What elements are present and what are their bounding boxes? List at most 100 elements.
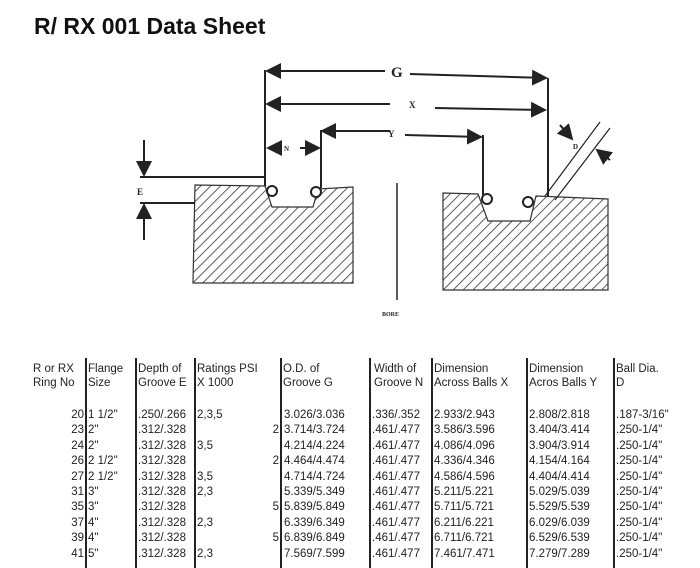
groove-depth: .312/.328 xyxy=(138,439,186,452)
ball xyxy=(310,186,322,198)
ball-diameter: .250-1/4" xyxy=(616,455,663,468)
label-bore: BORE xyxy=(382,312,399,318)
groove-od: 4.214/4.224 xyxy=(284,439,345,452)
ball-diameter: .250-1/4" xyxy=(616,439,663,452)
ball-diameter: .187-3/16" xyxy=(616,409,669,421)
ring-number: 27 xyxy=(71,470,84,483)
column-header: Flange xyxy=(88,363,124,375)
across-balls-y: 7.279/7.289 xyxy=(529,547,590,560)
column-header: Dimension xyxy=(434,363,489,375)
flange-size: 2 1/2" xyxy=(88,455,118,468)
ball xyxy=(522,196,534,208)
groove-width: .336/.352 xyxy=(372,409,420,421)
groove-depth: .312/.328 xyxy=(138,516,186,529)
note-mark: 5 xyxy=(272,532,279,545)
groove-depth: .312/.328 xyxy=(138,547,186,560)
pressure-rating: 2,3,5 xyxy=(197,409,223,421)
across-balls-x: 7.461/7.471 xyxy=(434,547,495,560)
right-flange-section xyxy=(442,192,609,291)
groove-width: .461/.477 xyxy=(372,424,420,437)
pressure-rating: 3,5 xyxy=(197,439,213,452)
groove-od: 5.339/5.349 xyxy=(284,486,345,498)
note-mark: 2 xyxy=(272,455,279,468)
groove-od: 4.464/4.474 xyxy=(284,455,345,468)
ball-diameter: .250-1/4" xyxy=(616,424,663,437)
across-balls-y: 3.904/3.914 xyxy=(529,439,590,452)
groove-width: .461/.477 xyxy=(372,516,420,529)
groove-width: .461/.477 xyxy=(372,501,420,514)
column-header: Dimension xyxy=(529,363,584,375)
across-balls-x: 4.086/4.096 xyxy=(434,439,495,452)
groove-width: .461/.477 xyxy=(372,439,420,452)
across-balls-x: 6.711/6.721 xyxy=(434,532,494,545)
note-mark: 5 xyxy=(272,501,279,514)
flange-size: 1 1/2" xyxy=(88,409,118,421)
ring-number: 31 xyxy=(71,486,84,498)
page-title: R/ RX 001 Data Sheet xyxy=(34,13,266,39)
groove-depth: .312/.328 xyxy=(138,532,186,545)
pressure-rating: 2,3 xyxy=(197,516,213,529)
column-divider xyxy=(431,358,433,568)
across-balls-y: 2.808/2.818 xyxy=(529,409,590,421)
flange-size: 2" xyxy=(88,424,99,437)
ball-diameter: .250-1/4" xyxy=(616,547,663,560)
flange-size: 5" xyxy=(88,547,99,560)
ball xyxy=(481,193,493,205)
ball-diameter: .250-1/4" xyxy=(616,470,663,483)
column-divider xyxy=(613,358,615,568)
across-balls-y: 5.029/5.039 xyxy=(529,486,590,498)
label-y: Y xyxy=(388,129,395,139)
groove-depth: .250/.266 xyxy=(138,409,186,421)
ball xyxy=(266,185,278,197)
across-balls-y: 6.529/6.539 xyxy=(529,532,590,545)
column-header: Size xyxy=(88,377,111,389)
across-balls-x: 3.586/3.596 xyxy=(434,424,495,437)
pressure-rating: 3,5 xyxy=(197,470,213,483)
ring-number: 20 xyxy=(71,409,84,421)
column-header: X 1000 xyxy=(197,377,234,389)
groove-width: .461/.477 xyxy=(372,547,420,560)
column-header: Width of xyxy=(374,363,417,375)
label-x: X xyxy=(409,100,416,110)
label-e: E xyxy=(137,187,143,197)
groove-od: 4.714/4.724 xyxy=(284,470,345,483)
groove-width: .461/.477 xyxy=(372,486,420,498)
groove-depth: .312/.328 xyxy=(138,470,186,483)
pressure-rating: 2,3 xyxy=(197,547,213,560)
column-divider xyxy=(526,358,528,568)
note-mark: 2 xyxy=(272,424,279,437)
column-header: D xyxy=(616,377,625,389)
groove-depth: .312/.328 xyxy=(138,501,186,514)
across-balls-y: 3.404/3.414 xyxy=(529,424,590,437)
ball-diameter: .250-1/4" xyxy=(616,516,663,529)
label-g: G xyxy=(391,65,403,81)
column-header: Acros Balls Y xyxy=(529,377,598,389)
column-header: Depth of xyxy=(138,363,182,375)
flange-size: 3" xyxy=(88,501,99,514)
column-header: Groove N xyxy=(374,377,424,389)
pressure-rating: 2,3 xyxy=(197,486,213,498)
groove-od: 7.569/7.599 xyxy=(284,547,345,560)
across-balls-x: 2.933/2.943 xyxy=(434,409,495,421)
groove-depth: .312/.328 xyxy=(138,455,186,468)
flange-size: 2" xyxy=(88,439,99,452)
column-divider xyxy=(85,358,87,568)
across-balls-y: 5.529/5.539 xyxy=(529,501,590,514)
flange-size: 2 1/2" xyxy=(88,470,118,483)
ball-diameter: .250-1/4" xyxy=(616,501,663,514)
ball-diameter: .250-1/4" xyxy=(616,486,663,498)
column-header: Across Balls X xyxy=(434,377,509,389)
ring-number: 41 xyxy=(71,547,84,560)
column-header: R or RX xyxy=(33,363,74,375)
groove-width: .461/.477 xyxy=(372,455,420,468)
ring-number: 37 xyxy=(71,516,84,529)
across-balls-y: 6.029/6.039 xyxy=(529,516,590,529)
across-balls-x: 6.211/6.221 xyxy=(434,516,494,529)
across-balls-x: 4.336/4.346 xyxy=(434,455,495,468)
label-n: N xyxy=(284,145,289,153)
column-header: Ring No xyxy=(33,377,75,389)
groove-od: 3.714/3.724 xyxy=(284,424,345,437)
column-divider xyxy=(194,358,196,568)
column-header: Ratings PSI xyxy=(197,363,258,375)
column-divider xyxy=(280,358,282,568)
